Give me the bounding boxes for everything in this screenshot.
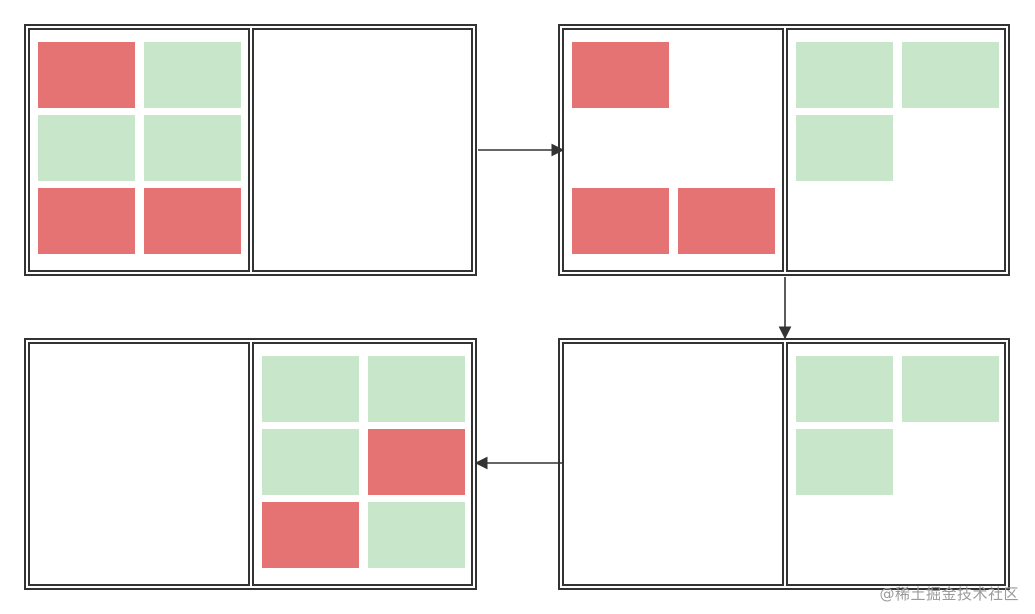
green-block (38, 115, 135, 181)
green-block (902, 356, 999, 422)
green-block (368, 356, 465, 422)
left-region (28, 342, 250, 586)
left-region (562, 342, 784, 586)
right-region (252, 342, 473, 586)
green-block (902, 42, 999, 108)
green-block (262, 356, 359, 422)
red-block (262, 502, 359, 568)
left-region (28, 28, 250, 272)
green-block (368, 502, 465, 568)
right-region (786, 28, 1006, 272)
green-block (796, 42, 893, 108)
green-block (796, 429, 893, 495)
red-block (572, 42, 669, 108)
red-block (368, 429, 465, 495)
red-block (144, 188, 241, 254)
green-block (262, 429, 359, 495)
red-block (38, 188, 135, 254)
right-region (252, 28, 473, 272)
watermark: @稀土掘金技术社区 (879, 585, 1019, 603)
green-block (796, 356, 893, 422)
panel-step-4 (24, 338, 477, 590)
red-block (38, 42, 135, 108)
red-block (572, 188, 669, 254)
red-block (678, 188, 775, 254)
panel-step-1 (24, 24, 477, 276)
green-block (144, 115, 241, 181)
left-region (562, 28, 784, 272)
panel-step-3 (558, 338, 1010, 590)
right-region (786, 342, 1006, 586)
green-block (796, 115, 893, 181)
green-block (144, 42, 241, 108)
panel-step-2 (558, 24, 1010, 276)
